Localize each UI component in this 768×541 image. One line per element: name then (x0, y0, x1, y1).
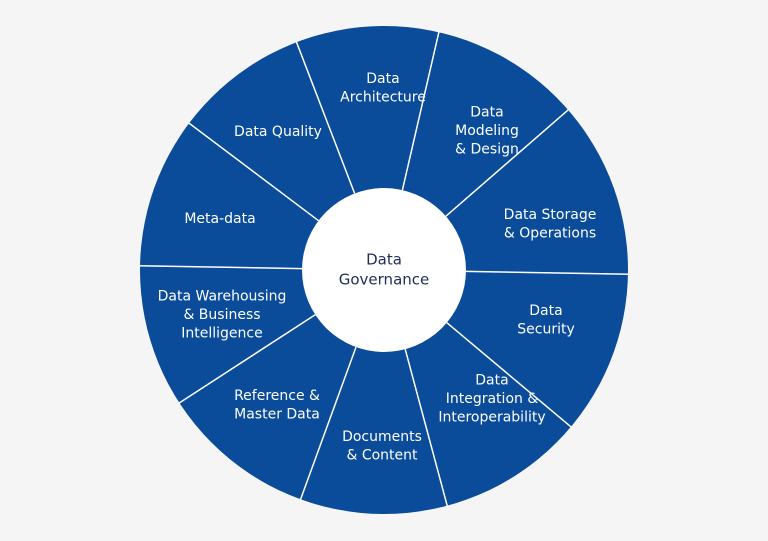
segment-label-line: & Design (455, 142, 519, 158)
segment-label-line: & Business (183, 307, 260, 323)
segment-label-line: Data (529, 303, 562, 319)
segment-dividers (137, 30, 631, 508)
center-hub (302, 188, 466, 352)
segment-label-line: Intelligence (181, 326, 262, 342)
segment-divider (404, 349, 449, 508)
segment-reference-master-data: Reference & Master Data (234, 388, 320, 423)
segment-label-line: Meta-data (184, 211, 255, 227)
segment-divider (137, 264, 303, 270)
segment-label-line: Data Quality (234, 124, 322, 140)
segment-divider (401, 30, 441, 191)
center-title-line: Governance (339, 271, 430, 289)
segment-label-line: Data (366, 71, 399, 87)
segment-label-line: Data (475, 373, 508, 389)
segment-divider (299, 346, 357, 502)
segment-divider (446, 322, 573, 429)
segment-label-line: Interoperability (438, 410, 545, 426)
segment-label-line: Architecture (340, 89, 426, 105)
segment-divider (465, 270, 631, 276)
segment-label-line: Master Data (234, 406, 320, 422)
center-title-line: Data (366, 251, 402, 269)
segment-divider (445, 108, 571, 217)
segment-divider (177, 314, 316, 405)
segment-label-line: Data (470, 105, 503, 121)
segment-divider (295, 40, 356, 194)
segment-data-quality: Data Quality (234, 124, 322, 140)
segment-divider (187, 121, 319, 222)
segment-label-line: & Operations (504, 225, 596, 241)
segment-label-line: Reference & (234, 388, 320, 404)
segment-label-line: Integration & (446, 391, 539, 407)
segment-label-line: Documents (342, 429, 422, 445)
segment-label-line: & Content (346, 447, 418, 463)
segment-data-storage-operations: Data Storage & Operations (504, 207, 597, 242)
segment-label-line: Data Warehousing (158, 289, 287, 305)
segment-documents-content: Documents & Content (342, 429, 422, 464)
segment-label-line: Security (517, 321, 575, 337)
segment-label-line: Data Storage (504, 207, 597, 223)
segment-meta-data: Meta-data (184, 211, 255, 227)
segment-label-line: Modeling (455, 123, 519, 139)
